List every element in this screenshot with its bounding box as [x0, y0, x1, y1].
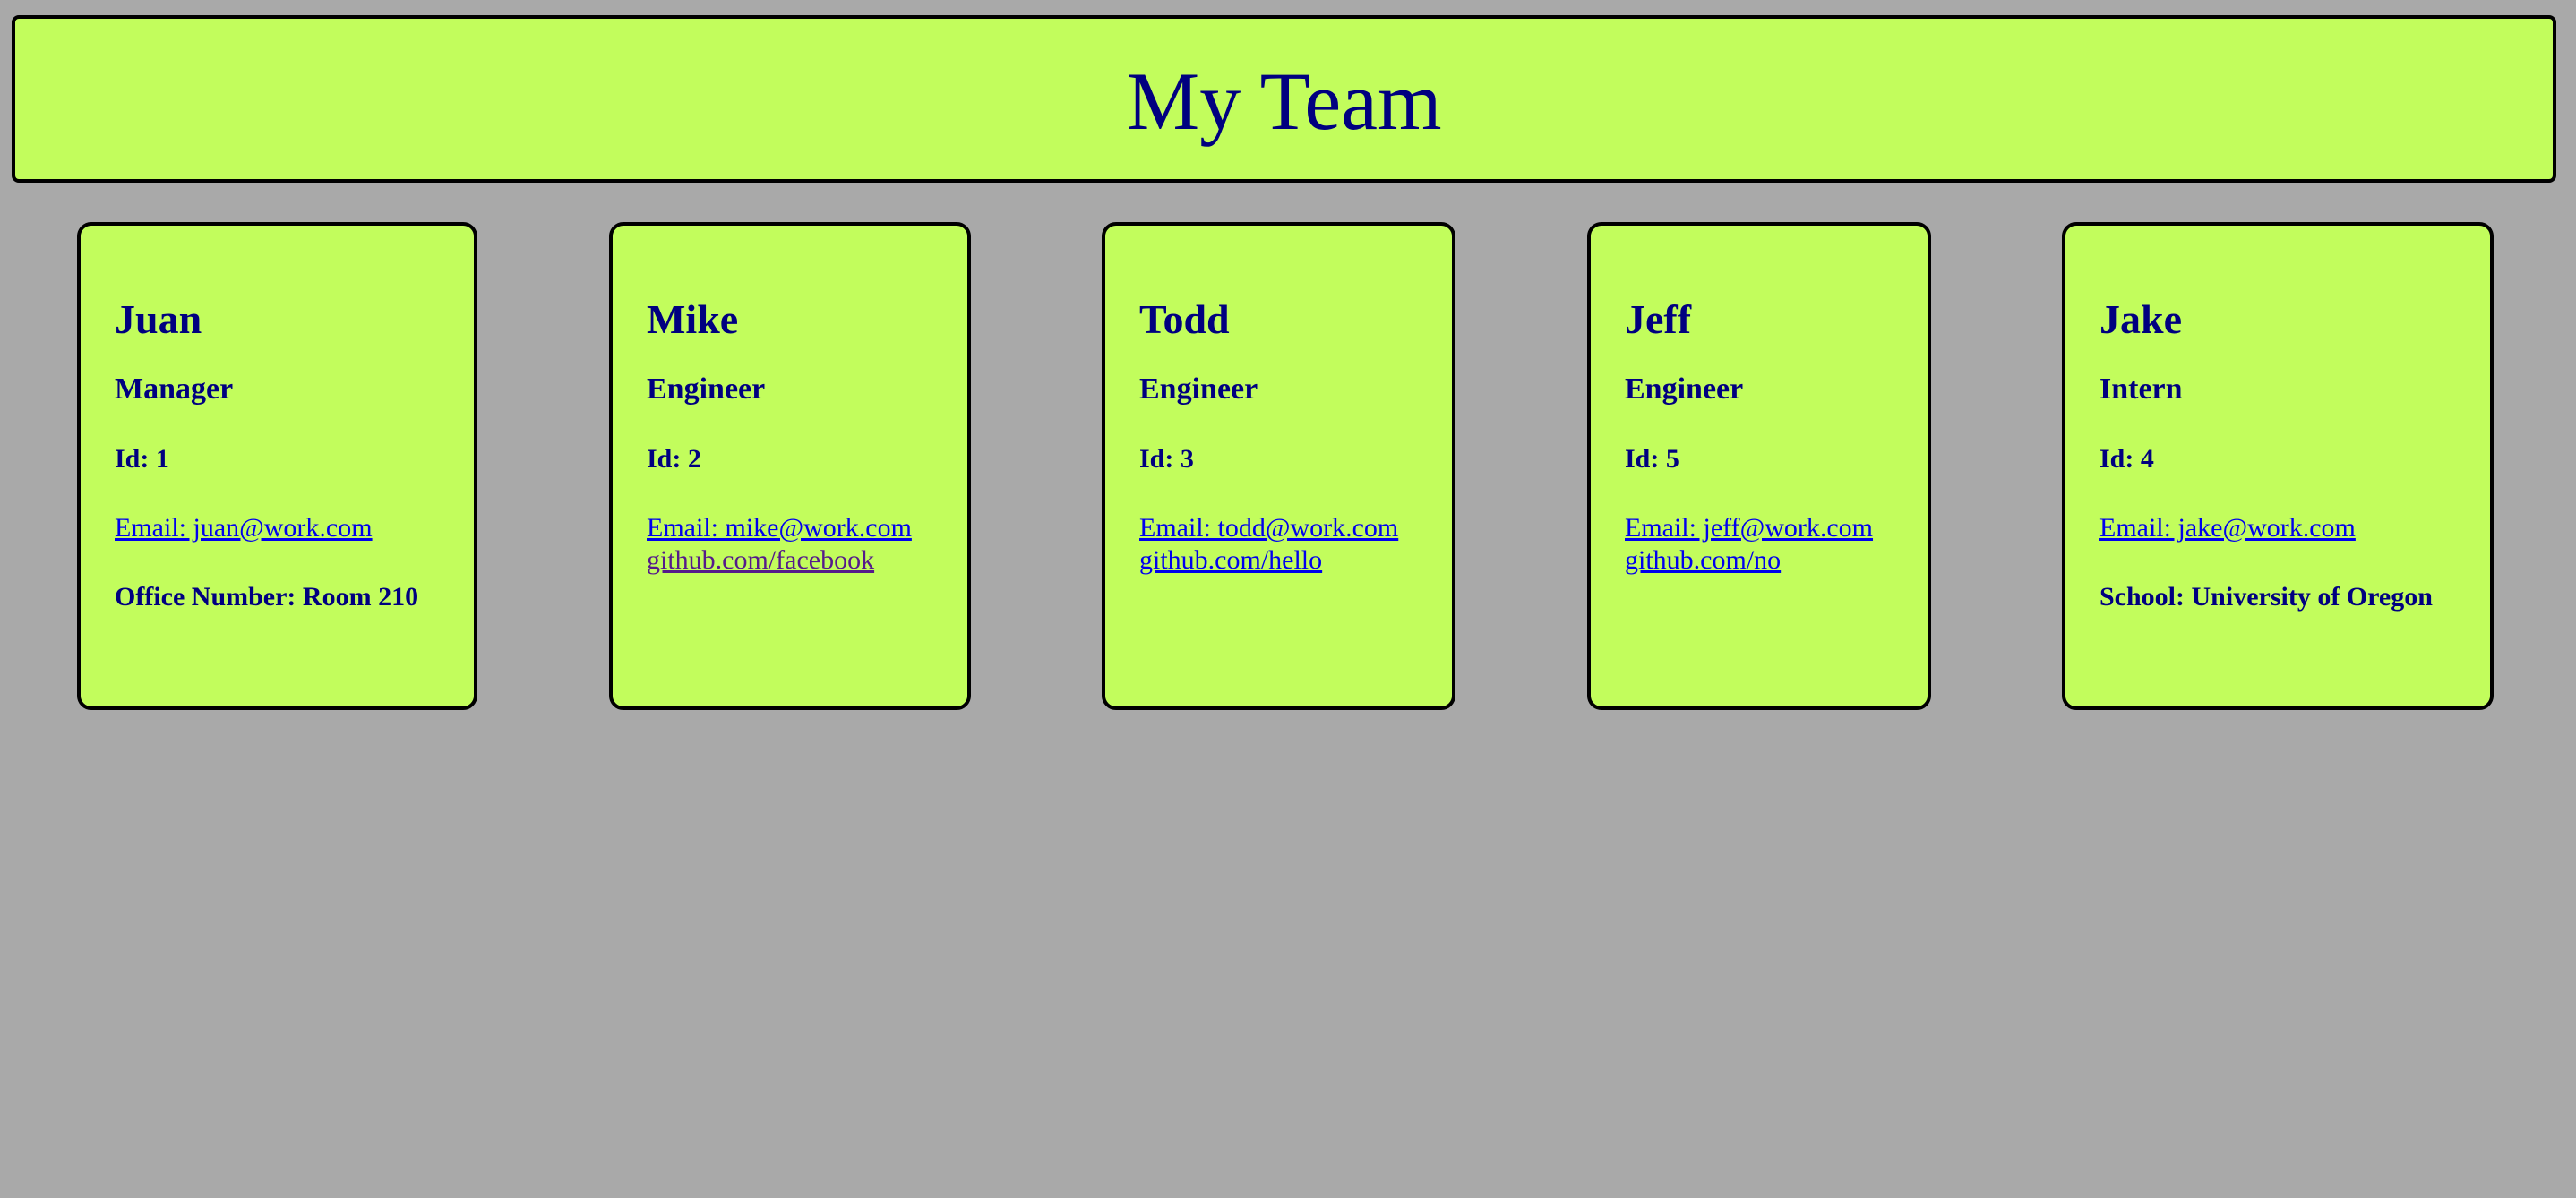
employee-name: Juan	[115, 296, 202, 342]
email-link[interactable]: Email: mike@work.com	[647, 513, 912, 543]
office-number: Office Number: Room 210	[115, 582, 419, 612]
school-name: School: University of Oregon	[2099, 582, 2433, 612]
employee-role: Engineer	[647, 372, 766, 406]
email-link[interactable]: Email: jake@work.com	[2099, 513, 2356, 543]
employee-id: Id: 4	[2099, 444, 2154, 474]
employee-role: Engineer	[1139, 372, 1258, 406]
employee-id: Id: 1	[115, 444, 169, 474]
page-header: My Team	[12, 15, 2556, 183]
page-title: My Team	[1126, 55, 1442, 147]
github-link[interactable]: github.com/facebook	[647, 545, 875, 575]
employee-role: Engineer	[1625, 372, 1744, 406]
employee-role: Intern	[2099, 372, 2183, 406]
employee-links: Email: juan@work.com	[115, 512, 474, 544]
email-link[interactable]: Email: juan@work.com	[115, 513, 373, 543]
employee-id: Id: 5	[1625, 444, 1679, 474]
employee-card-mike: Mike Engineer Id: 2 Email: mike@work.com…	[609, 222, 971, 710]
employee-name: Mike	[647, 296, 739, 342]
employee-name: Todd	[1139, 296, 1230, 342]
employee-name: Jake	[2099, 296, 2182, 342]
employee-name: Jeff	[1625, 296, 1692, 342]
employee-links: Email: jake@work.com	[2099, 512, 2490, 544]
employee-id: Id: 3	[1139, 444, 1194, 474]
employee-links: Email: mike@work.com github.com/facebook	[647, 512, 967, 577]
employee-card-jake: Jake Intern Id: 4 Email: jake@work.com S…	[2062, 222, 2494, 710]
github-link[interactable]: github.com/hello	[1139, 545, 1323, 575]
employee-role: Manager	[115, 372, 234, 406]
email-link[interactable]: Email: todd@work.com	[1139, 513, 1399, 543]
employee-card-todd: Todd Engineer Id: 3 Email: todd@work.com…	[1102, 222, 1455, 710]
employee-id: Id: 2	[647, 444, 701, 474]
employee-links: Email: todd@work.com github.com/hello	[1139, 512, 1452, 577]
employee-card-juan: Juan Manager Id: 1 Email: juan@work.com …	[77, 222, 477, 710]
employee-card-jeff: Jeff Engineer Id: 5 Email: jeff@work.com…	[1587, 222, 1931, 710]
employee-links: Email: jeff@work.com github.com/no	[1625, 512, 1928, 577]
email-link[interactable]: Email: jeff@work.com	[1625, 513, 1874, 543]
github-link[interactable]: github.com/no	[1625, 545, 1782, 575]
